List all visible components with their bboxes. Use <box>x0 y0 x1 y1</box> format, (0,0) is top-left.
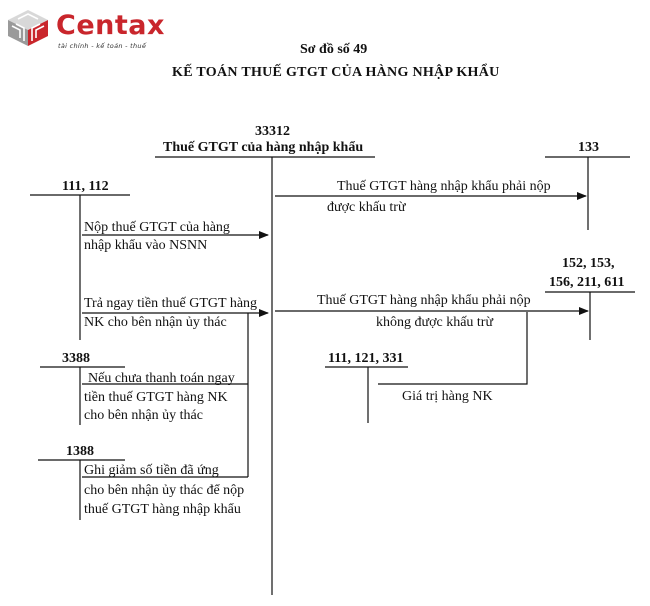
entry-nondeductible-line1: Thuế GTGT hàng nhập khẩu phải nộp <box>317 293 531 308</box>
entry-advance-line1: Ghi giảm số tiền đã ứng <box>84 463 219 478</box>
logo-tagline: tài chính - kế toán - thuế <box>58 42 147 50</box>
entry-deductible-line2: được khấu trừ <box>327 200 406 215</box>
account-33312-name: Thuế GTGT của hàng nhập khẩu <box>163 140 364 155</box>
entry-pay-nsnn-line2: nhập khẩu vào NSNN <box>84 238 208 253</box>
entry-deductible-line1: Thuế GTGT hàng nhập khẩu phải nộp <box>337 179 551 194</box>
entry-pay-agent-line2: NK cho bên nhận ủy thác <box>84 315 227 330</box>
entry-nondeductible-line2: không được khấu trừ <box>376 315 494 330</box>
account-111-112-code: 111, 112 <box>62 179 109 194</box>
diagram-subtitle: Sơ đồ số 49 <box>300 42 368 57</box>
entry-pay-nsnn-line1: Nộp thuế GTGT của hàng <box>84 220 230 235</box>
entry-advance-line2: cho bên nhận ủy thác để nộp <box>84 483 245 498</box>
entry-unpaid-line1: Nếu chưa thanh toán ngay <box>88 371 235 386</box>
account-111-121-331-code: 111, 121, 331 <box>328 351 404 366</box>
account-152-code-line1: 152, 153, <box>562 256 615 271</box>
account-1388-code: 1388 <box>66 444 94 459</box>
diagram-title: KẾ TOÁN THUẾ GTGT CỦA HÀNG NHẬP KHẨU <box>172 65 500 80</box>
entry-unpaid-line2: tiền thuế GTGT hàng NK <box>84 390 228 405</box>
logo-wordmark: Centax <box>56 10 165 41</box>
entry-import-value: Giá trị hàng NK <box>402 389 493 404</box>
entry-pay-agent-line1: Trả ngay tiền thuế GTGT hàng <box>84 296 258 311</box>
centax-logo: Centax tài chính - kế toán - thuế <box>6 8 166 50</box>
logo-cube-icon <box>8 10 48 46</box>
account-152-code-line2: 156, 211, 611 <box>549 275 625 290</box>
account-33312-code: 33312 <box>255 124 290 139</box>
account-133-code: 133 <box>578 140 599 155</box>
account-3388-code: 3388 <box>62 351 90 366</box>
entry-unpaid-line3: cho bên nhận ủy thác <box>84 408 203 423</box>
entry-advance-line3: thuế GTGT hàng nhập khẩu <box>84 502 241 517</box>
connector-import-value <box>378 312 528 385</box>
